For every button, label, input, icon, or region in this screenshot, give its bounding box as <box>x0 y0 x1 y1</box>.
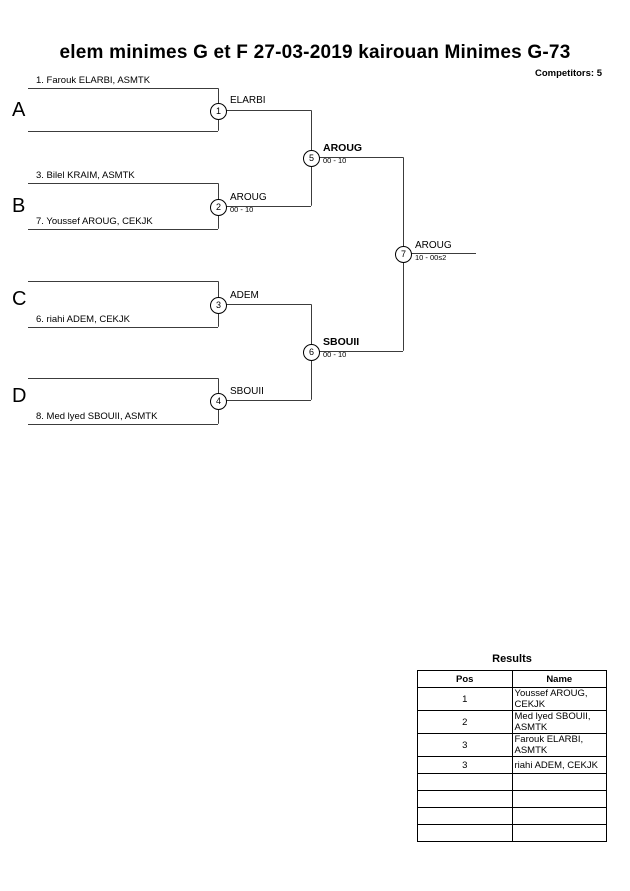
result-name: riahi ADEM, CEKJK <box>511 756 607 774</box>
results-header-row: Pos Name <box>417 670 607 688</box>
entry-line-5 <box>28 281 218 282</box>
table-row <box>417 773 607 791</box>
winner-line-match-4 <box>226 400 311 401</box>
result-name <box>511 824 607 842</box>
table-row <box>417 807 607 825</box>
results-title: Results <box>492 653 532 665</box>
match-bubble-2[interactable]: 2 <box>210 199 227 216</box>
match-winner-2: AROUG <box>230 192 267 203</box>
result-name: Med lyed SBOUII, ASMTK <box>511 710 607 734</box>
result-pos: 3 <box>417 756 513 774</box>
entry-line-7 <box>28 378 218 379</box>
table-row: 3 Farouk ELARBI, ASMTK <box>417 733 607 757</box>
match-score-7: 10 - 00s2 <box>415 253 447 262</box>
result-name: Farouk ELARBI, ASMTK <box>511 733 607 757</box>
page-title: elem minimes G et F 27-03-2019 kairouan … <box>59 42 571 63</box>
entry-line-1 <box>28 88 218 89</box>
match-winner-1: ELARBI <box>230 95 266 106</box>
table-row <box>417 790 607 808</box>
entry-label-4: 7. Youssef AROUG, CEKJK <box>36 216 153 227</box>
match-bubble-1[interactable]: 1 <box>210 103 227 120</box>
winner-line-match-2 <box>226 206 311 207</box>
entry-label-6: 6. riahi ADEM, CEKJK <box>36 314 130 325</box>
result-pos <box>417 824 513 842</box>
winner-line-match-5 <box>319 157 403 158</box>
winner-line-match-3 <box>226 304 311 305</box>
table-row <box>417 824 607 842</box>
result-pos: 1 <box>417 687 513 711</box>
winner-line-match-1 <box>226 110 311 111</box>
competitors-count: Competitors: 5 <box>534 68 602 79</box>
entry-label-8: 8. Med lyed SBOUII, ASMTK <box>36 411 158 422</box>
match-winner-5: AROUG <box>323 142 363 154</box>
results-table: Pos Name 1 Youssef AROUG, CEKJK 2 Med ly… <box>417 670 607 842</box>
match-bubble-5[interactable]: 5 <box>303 150 320 167</box>
result-name <box>511 790 607 808</box>
match-score-6: 00 - 10 <box>323 350 347 359</box>
result-pos <box>417 807 513 825</box>
match-score-5: 00 - 10 <box>323 156 347 165</box>
entry-line-4 <box>28 229 218 230</box>
result-pos <box>417 790 513 808</box>
group-label-d: D <box>12 385 27 407</box>
match-winner-3: ADEM <box>230 290 259 301</box>
table-row: 2 Med lyed SBOUII, ASMTK <box>417 710 607 734</box>
match-winner-7: AROUG <box>415 240 452 251</box>
match-bubble-4[interactable]: 4 <box>210 393 227 410</box>
results-col-pos: Pos <box>417 670 513 688</box>
match-bubble-7[interactable]: 7 <box>395 246 412 263</box>
match-score-2: 00 - 10 <box>230 205 254 214</box>
group-label-b: B <box>12 195 26 217</box>
match-winner-6: SBOUII <box>323 336 360 348</box>
match-winner-4: SBOUII <box>230 386 264 397</box>
result-pos <box>417 773 513 791</box>
result-pos: 2 <box>417 710 513 734</box>
group-label-a: A <box>12 99 26 121</box>
results-section: Results Pos Name 1 Youssef AROUG, CEKJK … <box>417 653 607 842</box>
results-col-name: Name <box>511 670 607 688</box>
entry-line-8 <box>28 424 218 425</box>
entry-line-3 <box>28 183 218 184</box>
match-bubble-6[interactable]: 6 <box>303 344 320 361</box>
group-label-c: C <box>12 288 27 310</box>
entry-label-1: 1. Farouk ELARBI, ASMTK <box>36 75 151 86</box>
entry-line-6 <box>28 327 218 328</box>
tournament-bracket: A B C D 1. Farouk ELARBI, ASMTK 1 ELARBI… <box>12 75 476 425</box>
result-name: Youssef AROUG, CEKJK <box>511 687 607 711</box>
entry-label-3: 3. Bilel KRAIM, ASMTK <box>36 170 135 181</box>
entry-line-2 <box>28 131 218 132</box>
result-name <box>511 773 607 791</box>
table-row: 1 Youssef AROUG, CEKJK <box>417 687 607 711</box>
result-name <box>511 807 607 825</box>
result-pos: 3 <box>417 733 513 757</box>
winner-line-match-7 <box>411 253 476 254</box>
match-bubble-3[interactable]: 3 <box>210 297 227 314</box>
table-row: 3 riahi ADEM, CEKJK <box>417 756 607 774</box>
winner-line-match-6 <box>319 351 403 352</box>
